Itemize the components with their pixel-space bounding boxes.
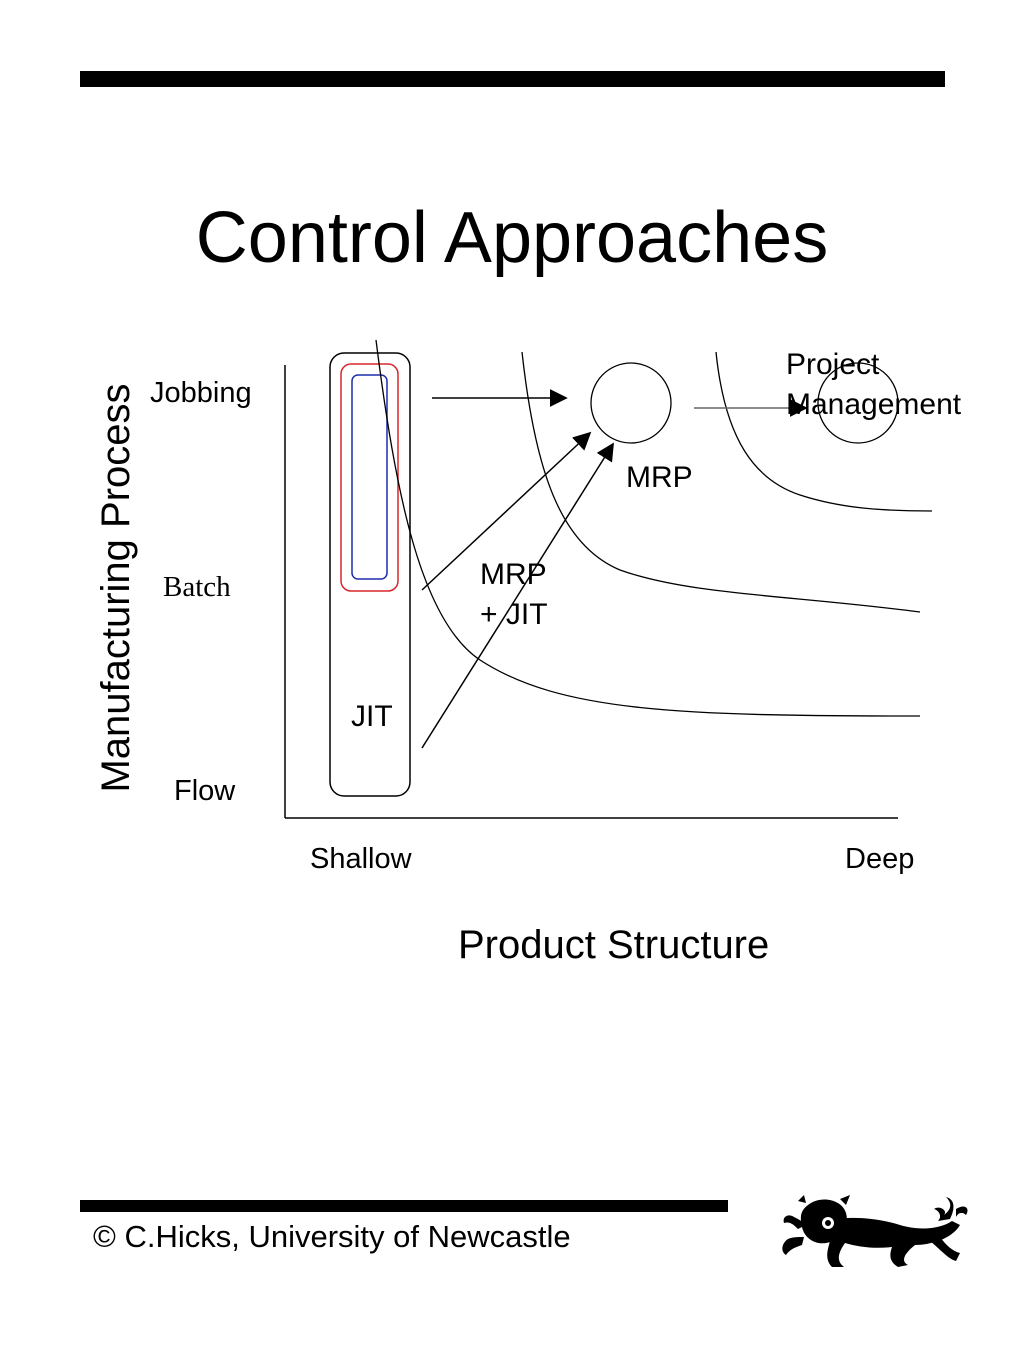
x-tick-deep: Deep: [845, 843, 915, 875]
boundary-curve-3: [715, 351, 933, 512]
y-axis-title: Manufacturing Process: [94, 383, 138, 793]
lion-passant-icon: [782, 1195, 968, 1267]
y-tick-batch: Batch: [163, 571, 231, 603]
boundary-curve-2: [521, 351, 921, 613]
arrow-flow-to-mrp: [421, 442, 614, 749]
mrp-circle: [590, 362, 672, 444]
slide-title: Control Approaches: [195, 198, 829, 278]
bottom-rule: [80, 1200, 728, 1212]
x-tick-shallow: Shallow: [310, 843, 412, 875]
arrow-batch-to-mrp: [421, 431, 592, 591]
label-project-line2: Management: [786, 388, 962, 421]
label-mrp-jit-line1: MRP: [480, 558, 547, 591]
red-inner-box: [340, 363, 399, 592]
label-project-line1: Project: [786, 348, 880, 381]
blue-inner-box: [351, 374, 388, 580]
label-mrp: MRP: [626, 461, 693, 494]
top-rule: [80, 71, 945, 87]
y-tick-flow: Flow: [174, 775, 236, 807]
jit-region-box: [329, 352, 411, 797]
x-axis-title: Product Structure: [458, 923, 770, 967]
label-mrp-jit-line2: + JIT: [480, 598, 548, 631]
y-tick-jobbing: Jobbing: [150, 377, 252, 409]
footer-copyright: © C.Hicks, University of Newcastle: [93, 1219, 571, 1254]
label-jit: JIT: [351, 700, 393, 733]
boundary-curve-1: [375, 339, 921, 717]
project-circle: [817, 362, 899, 444]
